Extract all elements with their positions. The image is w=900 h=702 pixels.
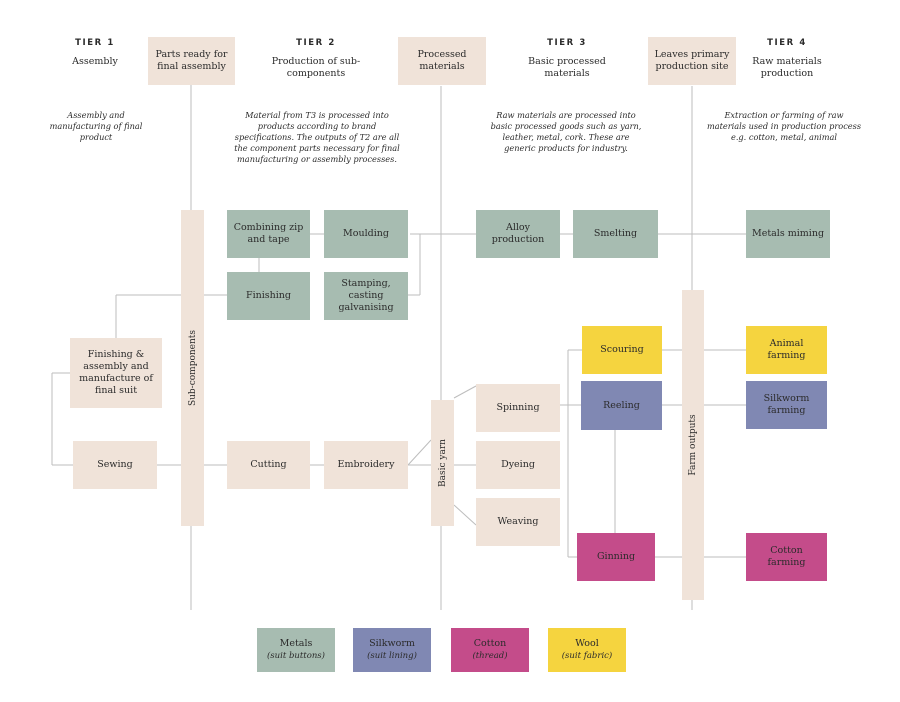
legend-cotton-name: Cotton (473, 638, 507, 649)
farm-outputs-bar: Farm outputs (682, 290, 704, 600)
node-ginning: Ginning (577, 533, 655, 581)
legend-wool-sub: (suit fabric) (561, 651, 613, 661)
basic-yarn-bar: Basic yarn (431, 400, 454, 526)
boundary-leaves-primary-site: Leaves primary production site (648, 37, 736, 85)
tier-4-description: Extraction or farming of raw materials u… (706, 110, 862, 142)
node-sewing: Sewing (73, 441, 157, 489)
tier-1-description: Assembly and manufacturing of final prod… (49, 110, 143, 142)
node-finishing: Finishing (227, 272, 310, 320)
node-smelting: Smelting (573, 210, 658, 258)
tier-3-description: Raw materials are processed into basic p… (490, 110, 642, 153)
legend-cotton: Cotton (thread) (451, 628, 529, 672)
node-alloy-production: Alloy production (476, 210, 560, 258)
node-spinning: Spinning (476, 384, 560, 432)
legend-cotton-sub: (thread) (472, 651, 508, 661)
tier-1-name: Assembly (72, 56, 118, 67)
tier-2-name: Production of sub-components (271, 56, 361, 79)
node-reeling: Reeling (581, 381, 662, 430)
legend-wool-name: Wool (575, 638, 599, 649)
node-stamping-casting: Stamping, casting galvanising (324, 272, 408, 320)
node-dyeing: Dyeing (476, 441, 560, 489)
tier-3-name: Basic processed materials (528, 56, 606, 79)
legend-silkworm-name: Silkworm (369, 638, 415, 649)
legend-wool: Wool (suit fabric) (548, 628, 626, 672)
node-weaving: Weaving (476, 498, 560, 546)
node-combining-zip-tape: Combining zip and tape (227, 210, 310, 258)
node-moulding: Moulding (324, 210, 408, 258)
node-embroidery: Embroidery (324, 441, 408, 489)
legend-metals-name: Metals (279, 638, 313, 649)
node-animal-farming: Animal farming (746, 326, 827, 374)
tier-3-label: TIER 3 (547, 38, 587, 48)
node-finishing-assembly: Finishing & assembly and manufacture of … (70, 338, 162, 408)
boundary-parts-ready: Parts ready for final assembly (148, 37, 235, 85)
node-metals-mining: Metals miming (746, 210, 830, 258)
node-scouring: Scouring (582, 326, 662, 374)
boundary-processed-materials: Processed materials (398, 37, 486, 85)
tier-4-label: TIER 4 (767, 38, 807, 48)
legend-metals: Metals (suit buttons) (257, 628, 335, 672)
sub-components-bar: Sub-components (181, 210, 204, 526)
legend-metals-sub: (suit buttons) (266, 651, 325, 661)
legend-silkworm-sub: (suit lining) (367, 651, 417, 661)
tier-2-label: TIER 2 (296, 38, 336, 48)
node-cotton-farming: Cotton farming (746, 533, 827, 581)
sub-components-label: Sub-components (187, 329, 198, 407)
legend-silkworm: Silkworm (suit lining) (353, 628, 431, 672)
basic-yarn-label: Basic yarn (437, 439, 448, 487)
tier-4-name: Raw materials production (752, 56, 822, 79)
tier-2-description: Material from T3 is processed into produ… (234, 110, 400, 164)
farm-outputs-label: Farm outputs (688, 414, 698, 476)
node-cutting: Cutting (227, 441, 310, 489)
node-silkworm-farming: Silkworm farming (746, 381, 827, 429)
tier-1-label: TIER 1 (75, 38, 115, 48)
